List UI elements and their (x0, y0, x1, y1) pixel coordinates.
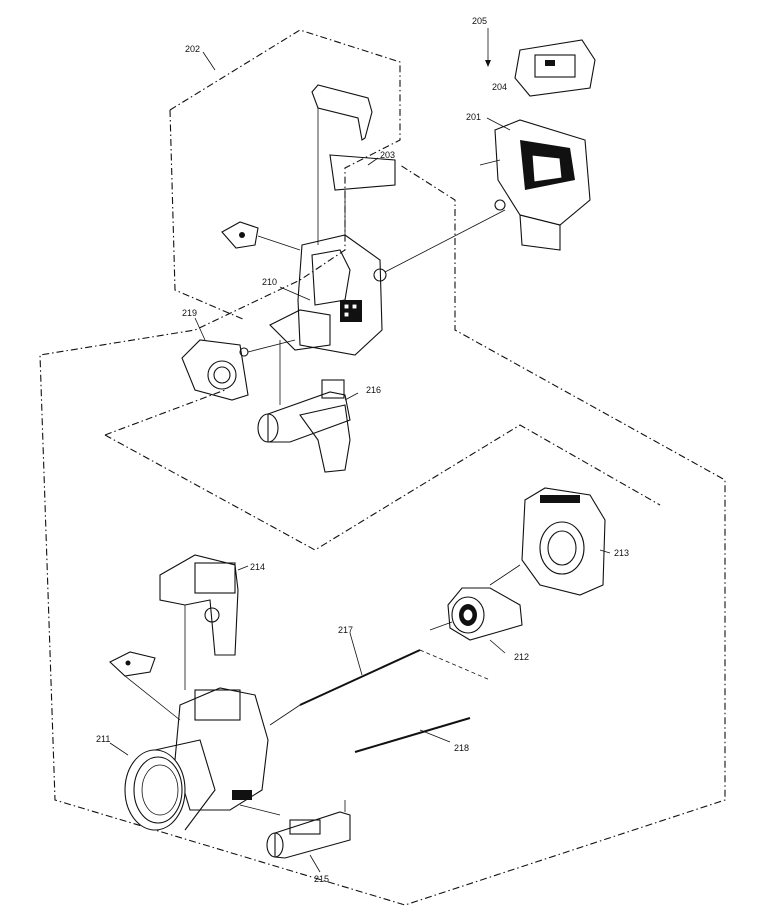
part-215-motor (266, 800, 351, 859)
label-213: 213 (614, 548, 629, 558)
small-clip-left (109, 651, 181, 721)
label-218: 218 (454, 743, 469, 753)
label-204: 204 (492, 82, 507, 92)
part-219-mount (181, 339, 296, 401)
part-216-motor (257, 340, 351, 473)
part-211-lens-barrel (124, 687, 281, 831)
leader-lines (109, 51, 611, 873)
label-214: 214 (250, 562, 265, 572)
label-216: 216 (366, 385, 381, 395)
label-203: 203 (380, 150, 395, 160)
label-219: 219 (182, 308, 197, 318)
label-215: 215 (314, 874, 329, 884)
assembly-boundary-outline (39, 29, 726, 906)
part-212-lens-ring (429, 587, 523, 641)
label-211: 211 (96, 734, 110, 744)
part-201-housing (479, 119, 591, 251)
label-210: 210 (262, 277, 277, 287)
part-204-bracket (485, 28, 596, 97)
part-labels: 205 202 204 201 203 210 219 216 213 214 … (96, 16, 629, 884)
label-201: 201 (466, 112, 481, 122)
part-214-bracket (159, 554, 239, 690)
label-205: 205 (472, 16, 487, 26)
label-202: 202 (185, 44, 200, 54)
flex-cable-203 (311, 84, 396, 245)
label-212: 212 (514, 652, 529, 662)
part-210-frame (269, 209, 506, 356)
label-217: 217 (338, 625, 353, 635)
part-213-housing (489, 487, 606, 596)
guide-shafts (269, 649, 491, 753)
small-bracket-upper-left (221, 221, 301, 251)
